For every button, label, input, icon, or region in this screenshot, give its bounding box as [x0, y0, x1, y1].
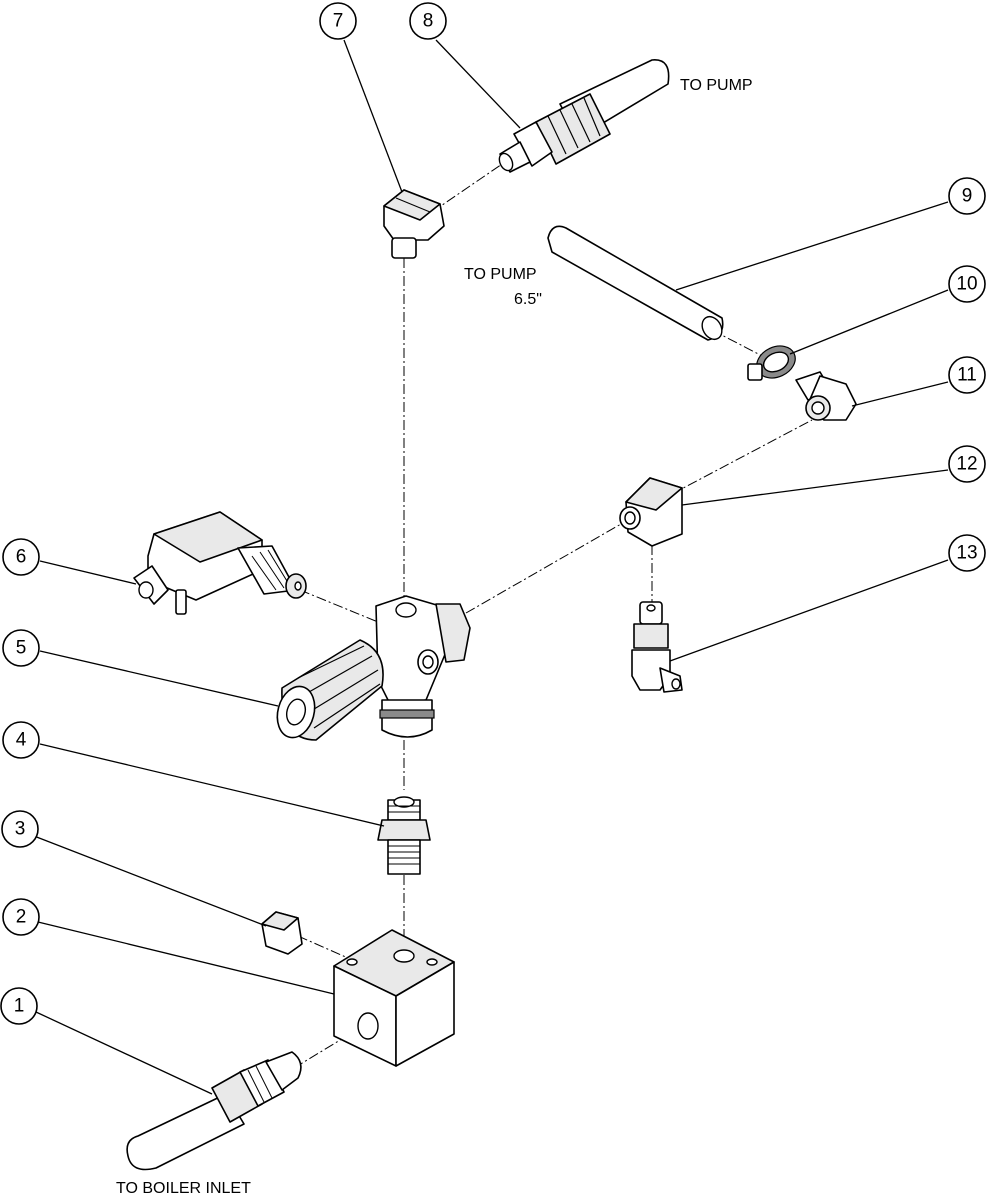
callout-label: 3 [15, 819, 26, 840]
callout-label: 9 [962, 186, 973, 207]
note-to-pump-top: TO PUMP [680, 77, 753, 94]
callout-7: 7 [319, 2, 357, 40]
callout-label: 11 [957, 365, 977, 386]
centerline-fitting-to-block [293, 1027, 361, 1069]
callout-label: 13 [956, 543, 977, 564]
note-to-boiler-inlet: TO BOILER INLET [116, 1180, 251, 1197]
leader-3 [33, 835, 267, 927]
callout-12: 12 [948, 445, 986, 483]
centerline-elbow-to-elbow [671, 419, 813, 495]
callout-13: 13 [948, 534, 986, 572]
center-lines [293, 159, 813, 1069]
centerline-switch-to-valve [299, 589, 379, 623]
part-tube [547, 225, 724, 341]
callout-label: 4 [16, 730, 27, 751]
callout-8: 8 [409, 2, 447, 40]
callout-label: 6 [16, 547, 27, 568]
callout-label: 12 [956, 454, 977, 475]
centerline-plug-to-block [297, 935, 349, 959]
callout-5: 5 [2, 629, 40, 667]
part-street-elbow [619, 477, 683, 547]
leader-12 [681, 469, 949, 506]
part-elbow-top [383, 189, 445, 259]
leader-1 [35, 1011, 213, 1095]
callout-2: 2 [2, 898, 40, 936]
leader-5 [39, 650, 279, 707]
leader-2 [37, 921, 335, 995]
leader-8 [435, 39, 521, 129]
callout-label: 1 [14, 996, 25, 1017]
leader-lines [33, 39, 949, 1095]
callout-6: 6 [2, 538, 40, 576]
note-tube-length: 6.5" [514, 291, 542, 308]
leader-11 [851, 381, 949, 407]
part-hose-clamp [747, 345, 796, 381]
callout-label: 7 [333, 11, 344, 32]
part-barbed-elbow [795, 371, 857, 421]
part-pressure-switch [133, 511, 307, 615]
leader-9 [675, 201, 949, 291]
callout-10: 10 [948, 265, 986, 303]
centerline-valve-to-elbow [465, 519, 629, 614]
part-manifold-block [333, 929, 455, 1067]
callout-3: 3 [1, 810, 39, 848]
callout-label: 10 [956, 274, 977, 295]
part-hex-nipple [377, 796, 431, 875]
leader-13 [669, 559, 949, 662]
part-boiler-inlet-pipe [126, 1051, 302, 1171]
callout-9: 9 [948, 177, 986, 215]
leader-10 [789, 289, 949, 355]
centerline-elbow-to-adapter [431, 159, 509, 213]
part-adapter-to-pump [498, 59, 670, 173]
leader-7 [343, 39, 403, 193]
callout-label: 5 [16, 638, 27, 659]
note-to-pump-mid: TO PUMP [464, 266, 537, 283]
callout-label: 8 [423, 11, 434, 32]
callout-1: 1 [0, 987, 38, 1025]
part-compression-fitting [631, 601, 683, 693]
leader-6 [39, 560, 137, 585]
leader-4 [39, 743, 385, 827]
part-valve-knob [276, 595, 471, 741]
callout-label: 2 [16, 907, 27, 928]
callout-11: 11 [948, 356, 986, 394]
part-plug [261, 911, 303, 955]
callout-4: 4 [2, 721, 40, 759]
